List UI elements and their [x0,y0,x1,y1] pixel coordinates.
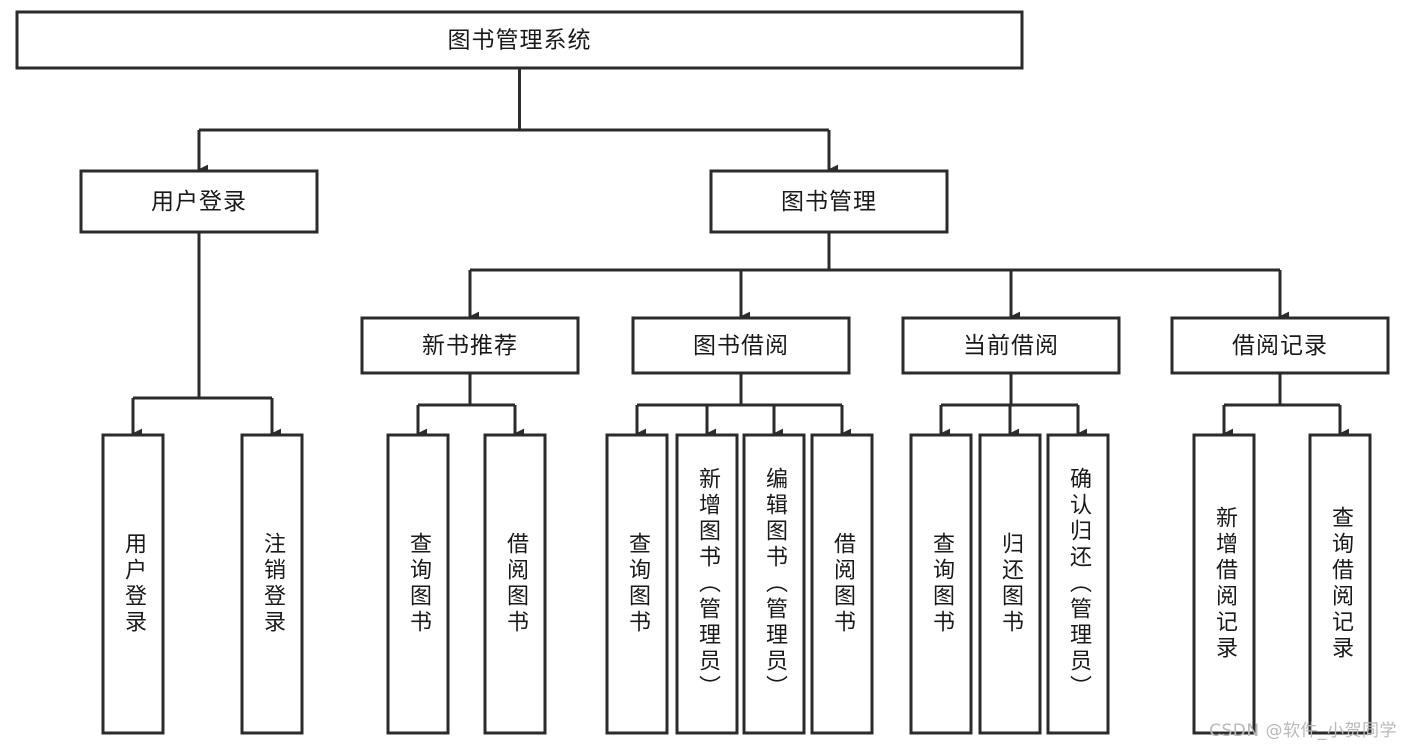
node-box-borrow-record[interactable] [1170,316,1390,375]
node-box-leaf-add-book[interactable] [675,433,739,735]
node-label-book-borrow: 图书借阅 [693,333,789,359]
node-box-leaf-user-login[interactable] [101,433,165,735]
node-box-leaf-borrow-book-recommend[interactable] [483,433,547,735]
node-box-user-login[interactable] [79,169,319,234]
connector-lines [131,68,1350,440]
node-box-leaf-query-borrow-record[interactable] [1308,433,1372,735]
node-box-book-manage[interactable] [709,169,949,234]
node-box-root[interactable] [15,10,1024,70]
csdn-watermark: CSDN @软件_小贺同学 [1209,721,1397,741]
node-label-root: 图书管理系统 [448,28,592,54]
node-box-new-book-recommend[interactable] [360,316,580,375]
node-box-leaf-return-book[interactable] [978,433,1042,735]
node-box-current-borrow[interactable] [901,316,1121,375]
node-box-leaf-add-borrow-record[interactable] [1192,433,1256,735]
node-box-leaf-borrow-book[interactable] [810,433,874,735]
node-box-leaf-query-book-borrow[interactable] [605,433,669,735]
node-box-leaf-logout[interactable] [240,433,304,735]
node-label-current-borrow: 当前借阅 [963,333,1059,359]
node-box-leaf-edit-book[interactable] [742,433,806,735]
node-label-borrow-record: 借阅记录 [1232,333,1328,359]
node-box-leaf-query-book-current[interactable] [909,433,973,735]
node-box-leaf-query-book-recommend[interactable] [386,433,450,735]
node-box-book-borrow[interactable] [631,316,851,375]
node-box-leaf-confirm-return[interactable] [1046,433,1110,735]
node-label-book-manage: 图书管理 [781,189,877,215]
node-label-user-login: 用户登录 [151,189,247,215]
node-boxes [15,10,1390,735]
node-label-new-book-recommend: 新书推荐 [422,333,518,359]
